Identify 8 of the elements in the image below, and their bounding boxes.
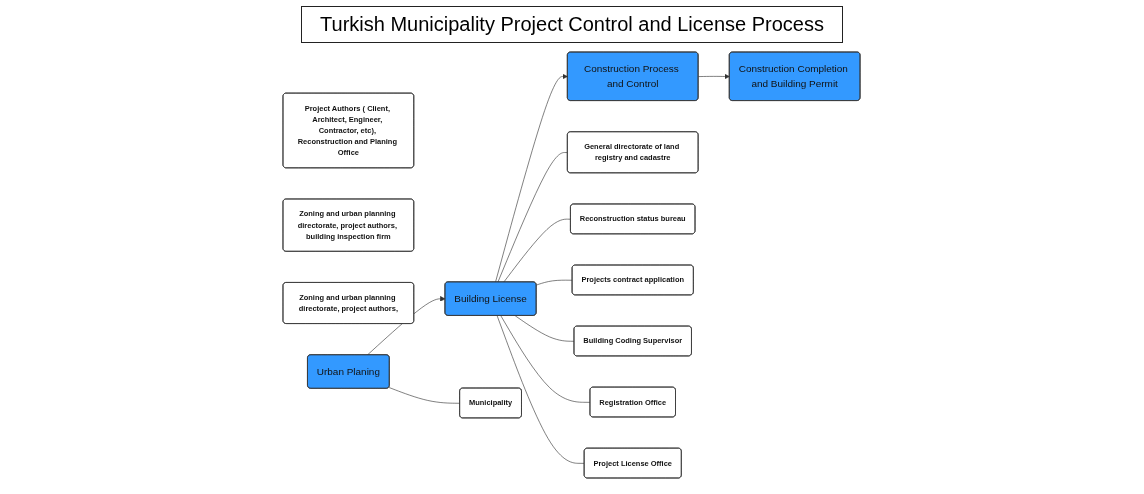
connector [498,152,569,283]
connector [497,315,586,464]
connector [536,279,574,286]
diagram-title: Turkish Municipality Project Control and License Process [301,6,843,43]
connector [515,315,576,342]
connector [501,315,592,403]
connector [389,387,461,404]
connector [503,218,572,283]
